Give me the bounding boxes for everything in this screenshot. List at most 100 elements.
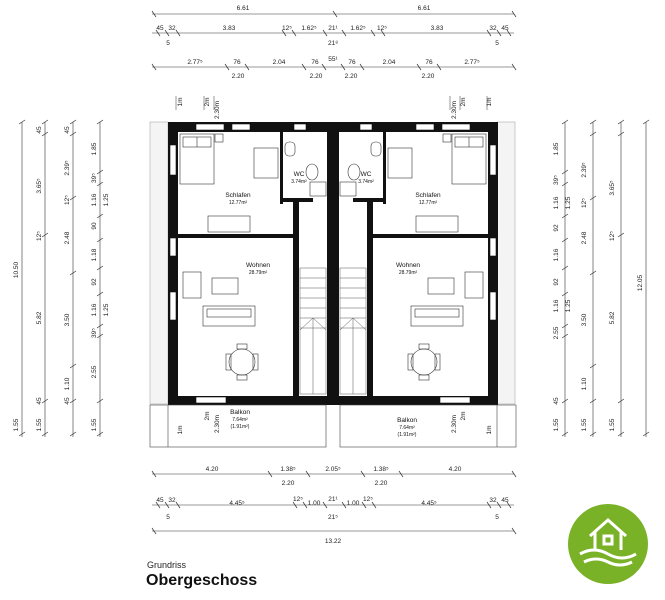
dim-label: 4.45⁵ bbox=[229, 500, 245, 507]
dim-label: 92 bbox=[553, 224, 560, 232]
dim-label: 45 bbox=[64, 397, 71, 405]
room-area-balkon-right: 7.64m² bbox=[399, 425, 415, 431]
height-label: 1m bbox=[486, 425, 493, 434]
dim-label: 5.82 bbox=[36, 311, 43, 324]
room-area-wohnen-right: 28.79m² bbox=[399, 270, 418, 276]
room-area2-balkon-right: (1.91m²) bbox=[398, 432, 417, 438]
dim-label: 55¹ bbox=[328, 56, 338, 63]
dim-label: 3.50 bbox=[64, 313, 71, 326]
dim-label: 3.65⁵ bbox=[36, 178, 43, 194]
dim-label: 45 bbox=[553, 397, 560, 405]
dim-label: 1.10 bbox=[64, 377, 71, 390]
dim-label: 1.55 bbox=[13, 418, 20, 431]
dim-label: 2.48 bbox=[64, 231, 71, 244]
height-labels-bottom: 1m 2m 2.30m 2.30m 2m 1m bbox=[177, 411, 493, 434]
dim-label: 76 bbox=[348, 59, 356, 66]
dim-label: 1.18 bbox=[91, 248, 98, 261]
dim-label: 12⁵ bbox=[36, 231, 43, 241]
dim-label: 1.55 bbox=[609, 418, 616, 431]
room-area-wc-left: 3.74m² bbox=[291, 179, 307, 185]
dim-label: 5 bbox=[166, 514, 170, 521]
room-area-schlafen-right: 12.77m² bbox=[419, 200, 438, 206]
caption-title: Obergeschoss bbox=[146, 572, 258, 589]
exterior-walls bbox=[168, 122, 498, 405]
height-label: 2m bbox=[460, 411, 467, 420]
room-area-wc-right: 3.74m² bbox=[358, 179, 374, 185]
dim-label: 2.55 bbox=[91, 365, 98, 378]
dim-label: 2.20 bbox=[282, 480, 295, 487]
room-name-wc-left: WC bbox=[294, 171, 305, 178]
dim-label: 12⁵ bbox=[282, 25, 292, 32]
room-area-wohnen-left: 28.79m² bbox=[249, 270, 268, 276]
dim-label: 1.55 bbox=[581, 418, 588, 431]
dim-label: 1.16 bbox=[91, 303, 98, 316]
dim-label: 2.20 bbox=[422, 73, 435, 80]
dim-label: 45 bbox=[501, 25, 509, 32]
dim-label: 12⁵ bbox=[609, 231, 616, 241]
height-label: 1m bbox=[177, 425, 184, 434]
dim-label: 4.20 bbox=[206, 466, 219, 473]
dim-label: 1.16 bbox=[553, 248, 560, 261]
dim-label: 2.04 bbox=[273, 59, 286, 66]
dim-label: 39⁵ bbox=[553, 175, 560, 185]
dim-label: 32 bbox=[489, 25, 497, 32]
dim-label: 10.50 bbox=[13, 261, 20, 278]
room-area-balkon-left: 7.64m² bbox=[232, 417, 248, 423]
dim-label: 2.20 bbox=[345, 73, 358, 80]
room-name-balkon-left: Balkon bbox=[230, 409, 250, 416]
dim-label: 45 bbox=[156, 497, 164, 504]
dimension-text-bottom: 4.20 1.38⁵ 2.05⁵ 1.38⁵ 4.20 2.20 2.20 45… bbox=[156, 466, 509, 545]
staircase-left bbox=[299, 267, 327, 395]
dim-label: 12.05 bbox=[637, 274, 644, 291]
windows bbox=[169, 123, 497, 404]
dim-label: 5 bbox=[495, 40, 499, 47]
height-label: 2m bbox=[460, 97, 467, 106]
dim-label: 5 bbox=[495, 514, 499, 521]
dim-label: 45 bbox=[36, 126, 43, 134]
dim-label: 3.83 bbox=[223, 25, 236, 32]
dim-label: 21¹ bbox=[328, 25, 338, 32]
dim-label: 2.20 bbox=[310, 73, 323, 80]
dim-label: 45 bbox=[64, 126, 71, 134]
dim-label: 21⁵ bbox=[328, 514, 338, 521]
height-labels-top: 1m 2m 2.30m 2.30m 2m 1m bbox=[177, 97, 493, 119]
height-label: 2.30m bbox=[451, 415, 458, 433]
height-label: 2.30m bbox=[214, 101, 221, 119]
room-area-schlafen-left: 12.77m² bbox=[229, 200, 248, 206]
dim-label: 4.20 bbox=[449, 466, 462, 473]
height-label: 2m bbox=[204, 97, 211, 106]
dim-label: 76 bbox=[425, 59, 433, 66]
dim-label: 92 bbox=[91, 278, 98, 286]
dim-label: 1.16 bbox=[91, 193, 98, 206]
dim-label: 2.77⁵ bbox=[464, 59, 480, 66]
room-name-schlafen-right: Schlafen bbox=[415, 192, 441, 199]
dim-label: 2.04 bbox=[383, 59, 396, 66]
dim-label: 12⁵ bbox=[293, 496, 303, 503]
dim-label: 1.10 bbox=[581, 377, 588, 390]
dim-label: 6.61 bbox=[418, 5, 431, 12]
dim-label: 1.62⁵ bbox=[301, 25, 317, 32]
dim-label: 32 bbox=[168, 497, 176, 504]
room-labels: Schlafen 12.77m² WC 3.74m² Wohnen 28.79m… bbox=[225, 171, 441, 438]
dim-label: 2.39⁵ bbox=[581, 162, 588, 178]
room-name-wohnen-left: Wohnen bbox=[246, 262, 270, 269]
dim-label: 39⁵ bbox=[91, 173, 98, 183]
balconies bbox=[149, 404, 517, 448]
dim-label: 1.16 bbox=[553, 299, 560, 312]
dim-label: 12⁵ bbox=[64, 195, 71, 205]
dim-label: 3.65⁵ bbox=[609, 180, 616, 196]
dim-label: 1.85 bbox=[91, 142, 98, 155]
dim-label: 5.82 bbox=[609, 311, 616, 324]
height-markers bbox=[175, 96, 488, 110]
dimension-text-left: 10.50 1.55 45 3.65⁵ 12⁵ 5.82 45 1.55 45 … bbox=[13, 126, 110, 431]
dim-label: 2.77⁵ bbox=[187, 59, 203, 66]
dim-label: 2.20 bbox=[232, 73, 245, 80]
dimension-text-right: 1.85 39⁵ 1.16 1.25 92 1.16 92 1.16 1.25 … bbox=[553, 142, 644, 431]
dim-label: 2.39⁵ bbox=[64, 160, 71, 176]
dim-label: 4.45⁵ bbox=[421, 500, 437, 507]
dim-label: 5 bbox=[166, 40, 170, 47]
staircase-right bbox=[339, 267, 367, 395]
dim-label: 2.20 bbox=[375, 480, 388, 487]
dim-label: 1.25 bbox=[103, 303, 110, 316]
height-label: 2m bbox=[204, 411, 211, 420]
